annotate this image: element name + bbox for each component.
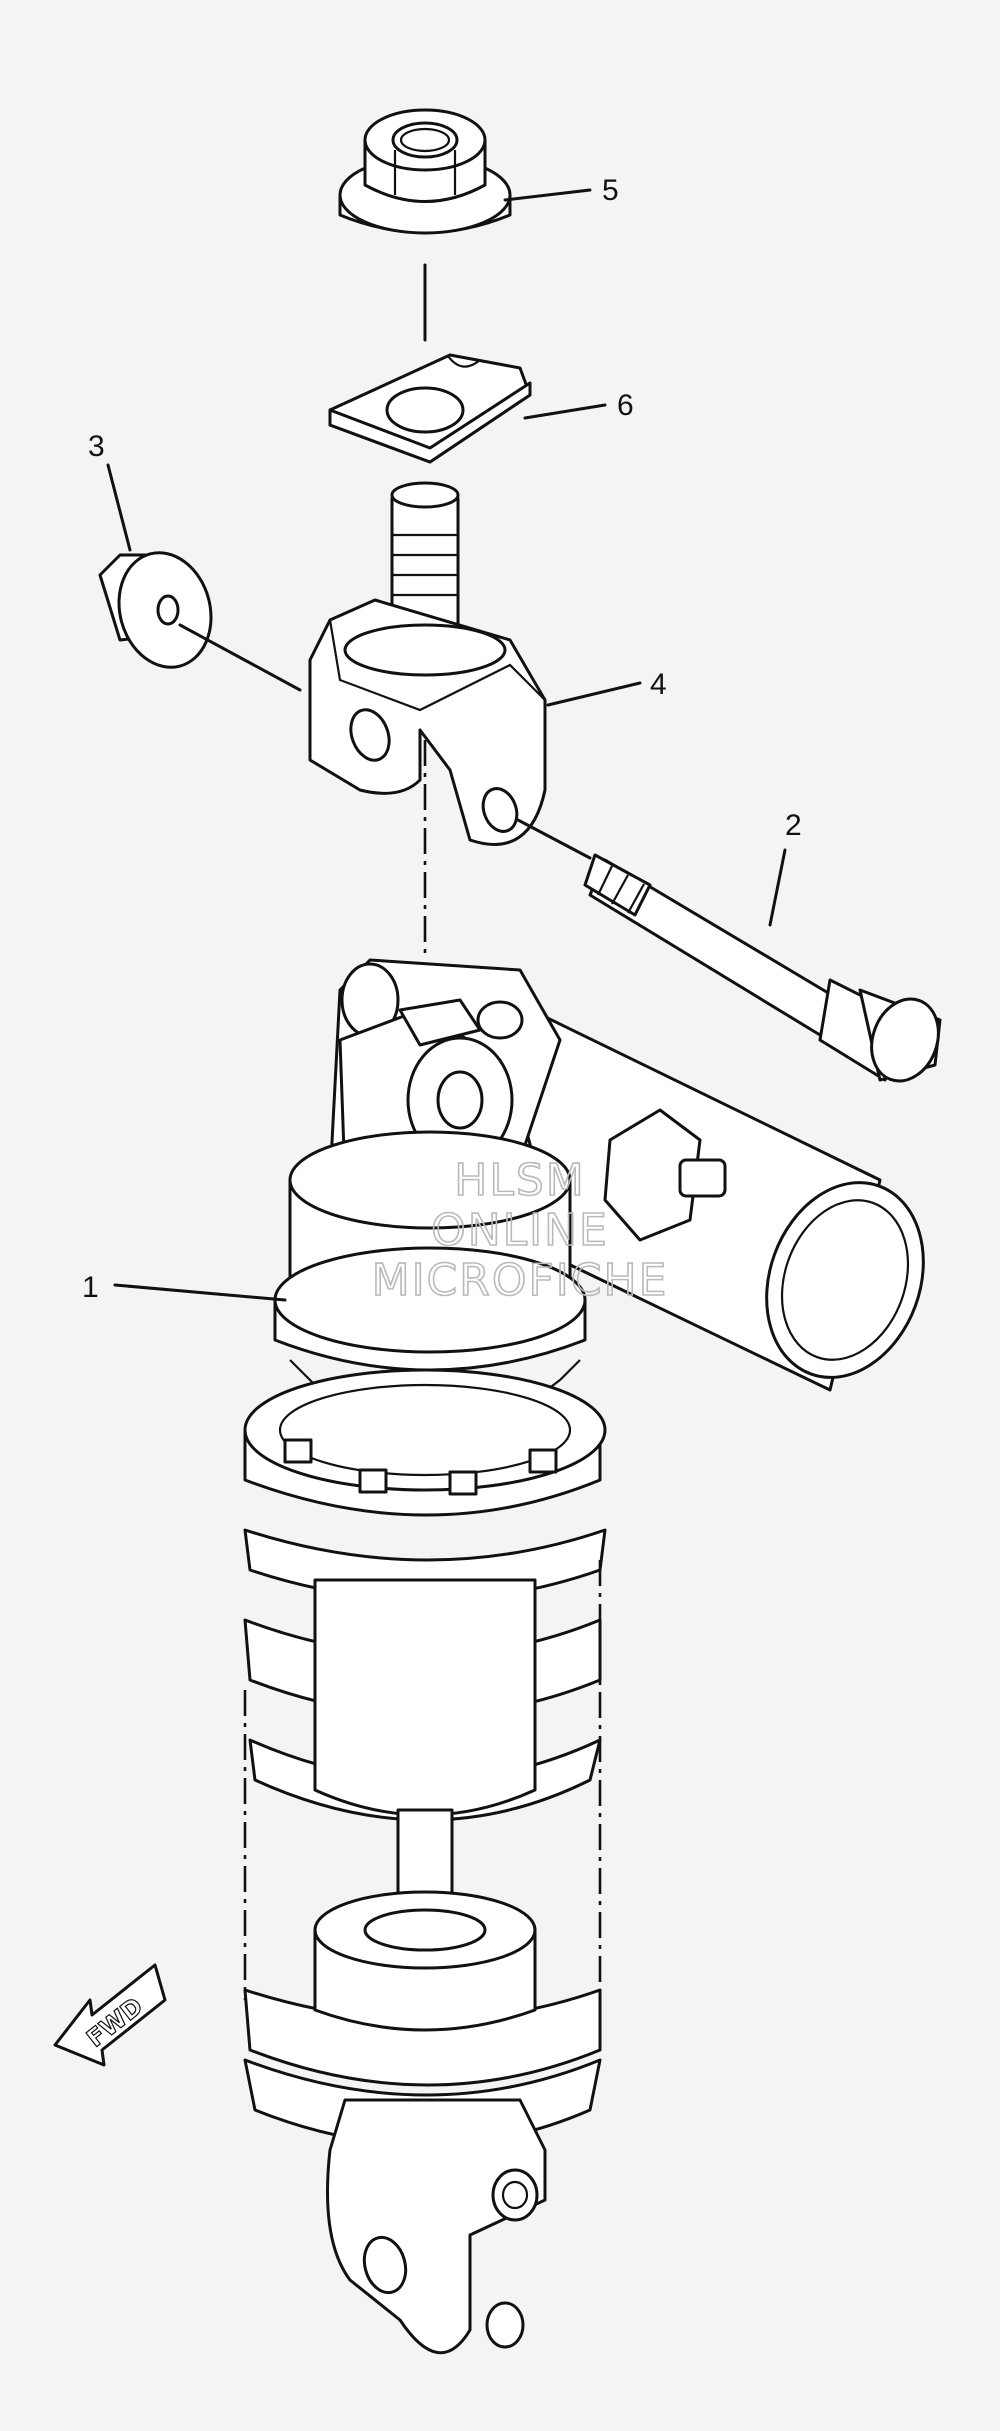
small-nut-part-3[interactable] [98, 542, 223, 677]
watermark: HLSM ONLINE MICROFICHE [371, 1154, 669, 1307]
watermark-line-1: HLSM [454, 1155, 586, 1206]
callout-2: 2 [768, 809, 802, 927]
callout-6: 6 [523, 389, 634, 422]
callout-label-3: 3 [88, 430, 105, 463]
flange-nut-part-5[interactable] [338, 108, 512, 235]
upper-bracket-part-4[interactable] [308, 481, 547, 846]
forward-direction-badge: FWD [53, 1963, 167, 2067]
callout-label-6: 6 [617, 389, 634, 422]
mounting-bolt-part-2[interactable] [583, 853, 949, 1090]
leader-hole-to-bracket [178, 623, 302, 692]
callout-5: 5 [503, 174, 619, 207]
washer-plate-part-6[interactable] [328, 353, 532, 464]
callout-label-4: 4 [650, 668, 667, 701]
rear-shock-absorber-part-1[interactable] [243, 958, 950, 2355]
callout-label-5: 5 [602, 174, 619, 207]
leader-bracket-to-bolt [516, 818, 592, 860]
callout-3: 3 [88, 430, 132, 552]
forward-arrow-icon [53, 1963, 167, 2067]
callout-label-2: 2 [785, 809, 802, 842]
callout-1: 1 [82, 1271, 287, 1304]
callout-4: 4 [546, 668, 667, 707]
watermark-line-3: MICROFICHE [372, 1255, 669, 1306]
watermark-line-2: ONLINE [431, 1205, 609, 1256]
callout-label-1: 1 [82, 1271, 99, 1304]
